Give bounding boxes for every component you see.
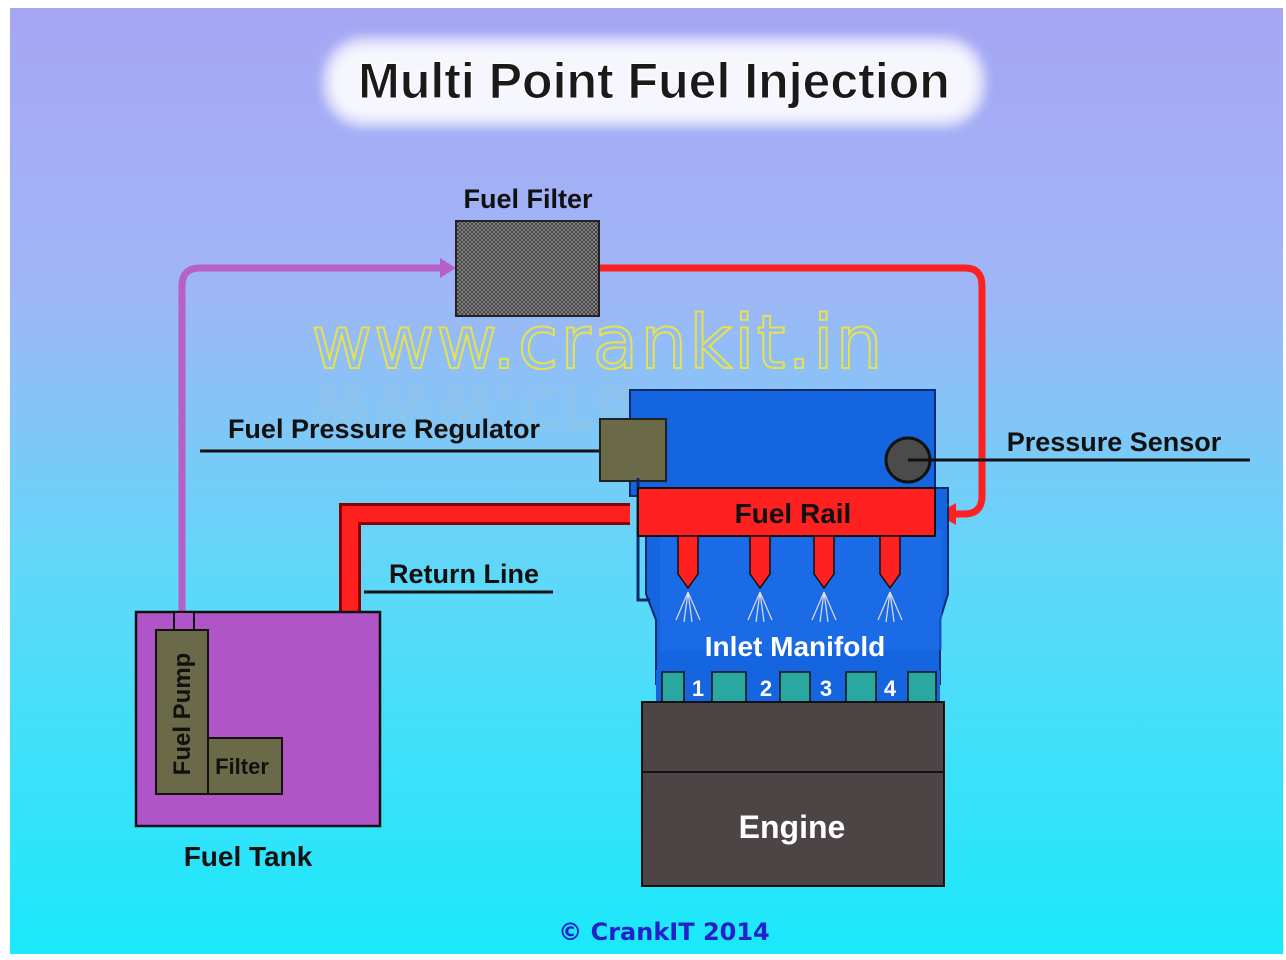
injector-2 (747, 535, 773, 623)
cylinder-label-2: 2 (760, 676, 772, 701)
inlet-manifold-label: Inlet Manifold (705, 631, 885, 662)
fuel-pump-label: Fuel Pump (169, 653, 196, 776)
tank-filter-label: Filter (215, 754, 269, 779)
return-line-label: Return Line (389, 559, 539, 589)
fuel-tank-label: Fuel Tank (184, 841, 313, 872)
page-title: Multi Point Fuel Injection (358, 53, 950, 109)
fuel-pressure-regulator: Fuel Pressure Regulator (200, 414, 667, 482)
fuel-filter: Fuel Filter (455, 184, 600, 317)
engine-label: Engine (739, 809, 846, 845)
fuel-rail: Fuel Rail (637, 487, 936, 537)
injector-1 (675, 535, 701, 623)
fuel-tank: Fuel Pump Filter Fuel Tank (134, 610, 382, 872)
feed-arrow-head (440, 258, 456, 278)
cylinder-label-4: 4 (884, 676, 897, 701)
injectors (675, 535, 903, 623)
copyright-text: © CrankIT 2014 (558, 918, 770, 946)
cylinder-label-1: 1 (692, 676, 704, 701)
title-group: Multi Point Fuel Injection (325, 39, 983, 125)
diagram-canvas: Multi Point Fuel Injection www.crankit.i… (10, 8, 1283, 954)
fuel-pressure-regulator-label: Fuel Pressure Regulator (228, 414, 541, 444)
injector-4 (877, 535, 903, 623)
fuel-filter-label: Fuel Filter (463, 184, 593, 214)
feed-line (178, 258, 456, 614)
pressure-sensor: Pressure Sensor (884, 427, 1250, 484)
cylinder-label-3: 3 (820, 676, 832, 701)
injector-3 (811, 535, 837, 623)
engine: Engine (641, 701, 945, 887)
fuel-rail-label: Fuel Rail (735, 498, 852, 529)
cylinder-ports: 1 2 3 4 (656, 670, 940, 704)
pressure-sensor-label: Pressure Sensor (1007, 427, 1222, 457)
fuel-injection-diagram: Multi Point Fuel Injection www.crankit.i… (134, 39, 1250, 946)
